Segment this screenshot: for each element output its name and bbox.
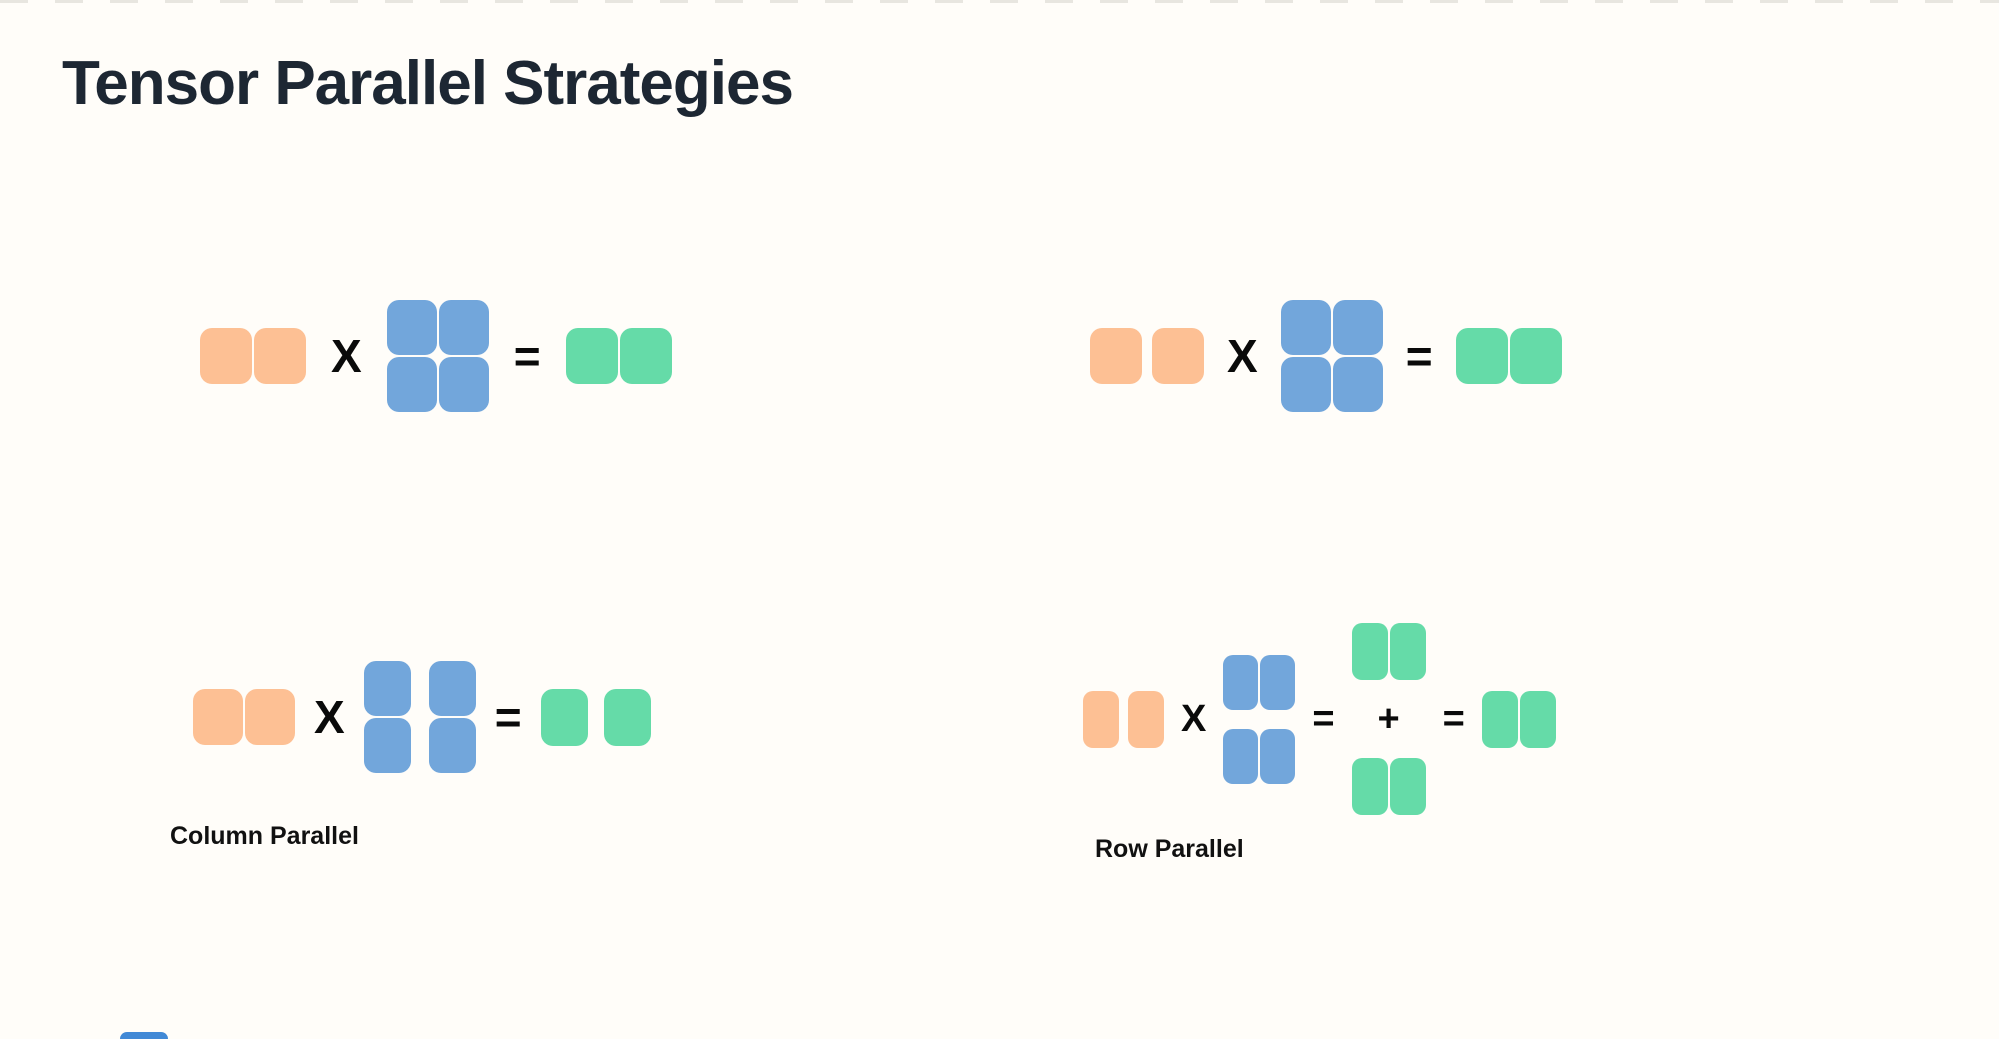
input-block [1083,690,1119,748]
weight-block [363,718,411,773]
output-block [1389,758,1426,815]
equals-operator: = [1312,698,1335,740]
top-dashed-strip [0,0,1999,3]
input-block [200,328,252,384]
multiply-operator: X [1181,698,1207,740]
multiply-operator: X [331,330,362,382]
weight-block [1332,300,1383,355]
output-row-vector [1455,328,1562,384]
equals-operator: = [494,691,522,743]
output-block [603,688,651,746]
input-row-vector [200,328,306,384]
weight-block [1280,300,1331,355]
diagram-full-matmul-left: X = [200,300,672,412]
column-parallel-label: Column Parallel [170,822,359,850]
weight-matrix [386,300,489,412]
output-block [540,688,588,746]
input-row-vector [1090,328,1204,384]
weight-matrix-row-split [1223,654,1296,784]
output-row-vector [565,328,672,384]
partial-output-row [1351,623,1426,680]
weight-matrix [1280,300,1383,412]
output-block [1509,328,1562,384]
partial-output-row [1351,758,1426,815]
multiply-operator: X [1227,330,1258,382]
input-block [193,689,243,745]
equals-operator: = [1442,698,1465,740]
input-block [1090,328,1142,384]
output-block [565,328,618,384]
weight-block [1260,728,1296,784]
weight-block [1223,728,1259,784]
weight-block [438,300,489,355]
output-row-vector-split [540,688,651,746]
weight-block [438,357,489,412]
weight-block [1223,654,1259,710]
output-block [1455,328,1508,384]
output-block [1481,690,1518,748]
cropped-block-bottom [120,1032,168,1039]
diagram-row-parallel: X = + = [1083,623,1556,815]
input-block [1128,690,1164,748]
equals-operator: = [513,330,541,382]
input-block [254,328,306,384]
diagram-full-matmul-right: X = [1090,300,1562,412]
weight-block [363,661,411,716]
weight-block [1332,357,1383,412]
output-block [619,328,672,384]
row-parallel-label: Row Parallel [1095,835,1244,863]
diagram-column-parallel: X = [193,661,651,773]
equals-operator: = [1405,330,1433,382]
output-block [1351,623,1388,680]
plus-operator: + [1377,698,1400,740]
multiply-operator: X [314,691,345,743]
input-row-vector-split [1083,690,1164,748]
output-block [1351,758,1388,815]
weight-block [1280,357,1331,412]
weight-block [1260,654,1296,710]
output-block [1519,690,1556,748]
weight-block [386,357,437,412]
output-block [1389,623,1426,680]
input-block [245,689,295,745]
weight-matrix-column-split [363,661,476,773]
partial-results-stack: + [1351,623,1426,815]
weight-block [428,718,476,773]
input-row-vector [193,689,295,745]
input-block [1152,328,1204,384]
weight-block [428,661,476,716]
weight-block [386,300,437,355]
page-title: Tensor Parallel Strategies [62,49,794,118]
output-row-vector [1481,690,1556,748]
